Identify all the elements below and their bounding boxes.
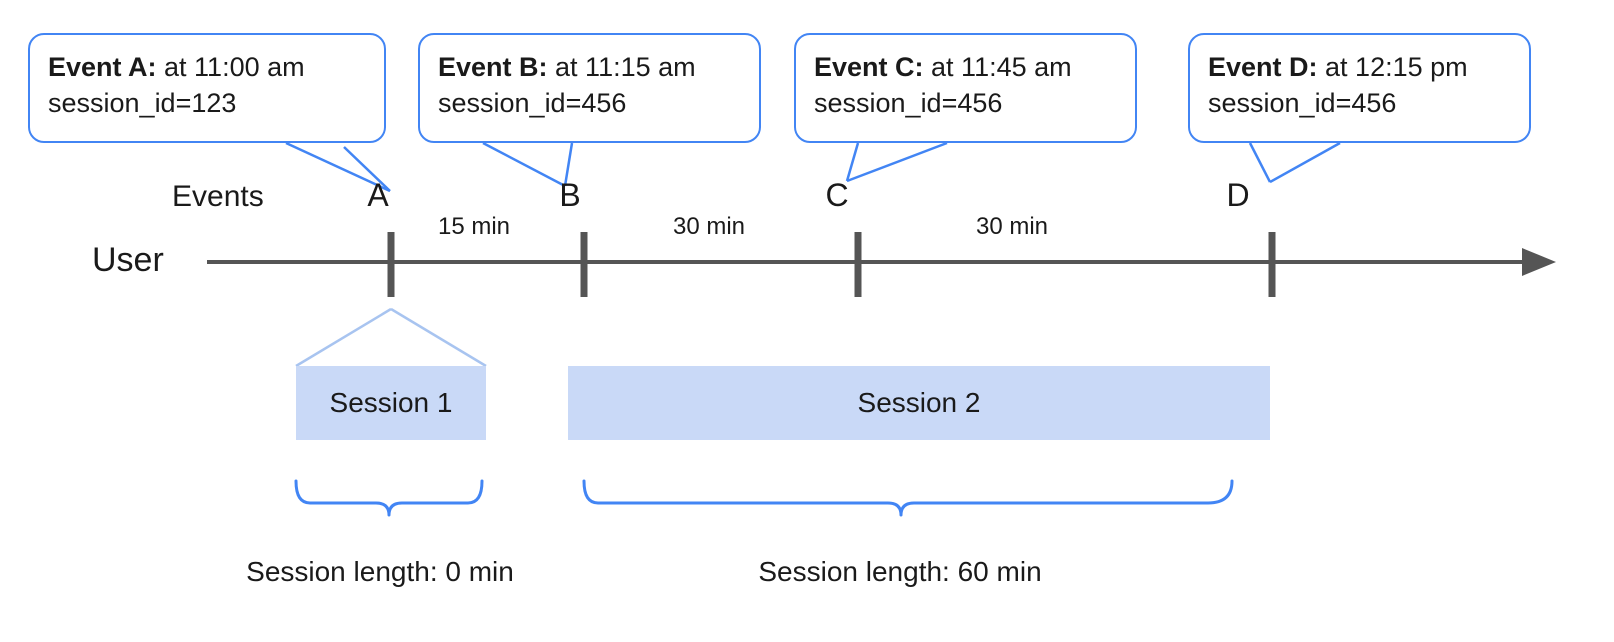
callout-a-line1: Event A: at 11:00 am xyxy=(48,49,366,85)
callout-d-rest: at 12:15 pm xyxy=(1317,52,1468,82)
callout-c-rest: at 11:45 am xyxy=(923,52,1072,82)
callout-c-line2: session_id=456 xyxy=(814,88,1003,119)
gap-label-a-b: 15 min xyxy=(437,213,511,240)
callout-d-line1: Event D: at 12:15 pm xyxy=(1208,49,1511,85)
session-bar-1: Session 1 xyxy=(296,366,486,440)
callout-d-bold: Event D: xyxy=(1208,52,1318,82)
event-ticks xyxy=(387,232,1276,297)
callout-event-a: Event A: at 11:00 am session_id=123 xyxy=(28,33,386,143)
callout-tail-a xyxy=(285,141,391,193)
callout-tail-b xyxy=(482,141,574,188)
callout-b-line1: Event B: at 11:15 am xyxy=(438,49,741,85)
callout-c-bold: Event C: xyxy=(814,52,924,82)
callout-c-line1: Event C: at 11:45 am xyxy=(814,49,1117,85)
event-letter-a: A xyxy=(367,177,389,213)
event-letter-d: D xyxy=(1226,177,1250,213)
callout-tail-c xyxy=(845,141,948,183)
callout-a-bold: Event A: xyxy=(48,52,157,82)
session-bar-2: Session 2 xyxy=(568,366,1270,440)
callout-event-d: Event D: at 12:15 pm session_id=456 xyxy=(1188,33,1531,143)
event-letter-c: C xyxy=(825,177,849,213)
callout-a-line2: session_id=123 xyxy=(48,88,237,119)
callout-tail-d xyxy=(1248,141,1341,184)
session1-brace xyxy=(294,479,484,517)
callout-b-rest: at 11:15 am xyxy=(547,52,696,82)
callout-d-line2: session_id=456 xyxy=(1208,88,1397,119)
events-row-label: Events xyxy=(172,180,264,213)
gap-label-b-c: 30 min xyxy=(672,213,746,240)
session1-funnel xyxy=(295,307,487,368)
timeline-axis xyxy=(207,248,1556,276)
session-length-label-1: Session length: 0 min xyxy=(246,556,514,587)
session2-brace xyxy=(582,479,1234,517)
session-length-label-2: Session length: 60 min xyxy=(758,556,1042,587)
callout-event-b: Event B: at 11:15 am session_id=456 xyxy=(418,33,761,143)
user-row-label: User xyxy=(92,241,164,279)
callout-event-c: Event C: at 11:45 am session_id=456 xyxy=(794,33,1137,143)
callout-a-rest: at 11:00 am xyxy=(156,52,305,82)
session-bar-1-label: Session 1 xyxy=(329,387,453,418)
callout-b-line2: session_id=456 xyxy=(438,88,627,119)
callout-b-bold: Event B: xyxy=(438,52,548,82)
session-bar-2-label: Session 2 xyxy=(857,387,981,418)
gap-label-c-d: 30 min xyxy=(975,213,1049,240)
event-letter-b: B xyxy=(559,177,581,213)
